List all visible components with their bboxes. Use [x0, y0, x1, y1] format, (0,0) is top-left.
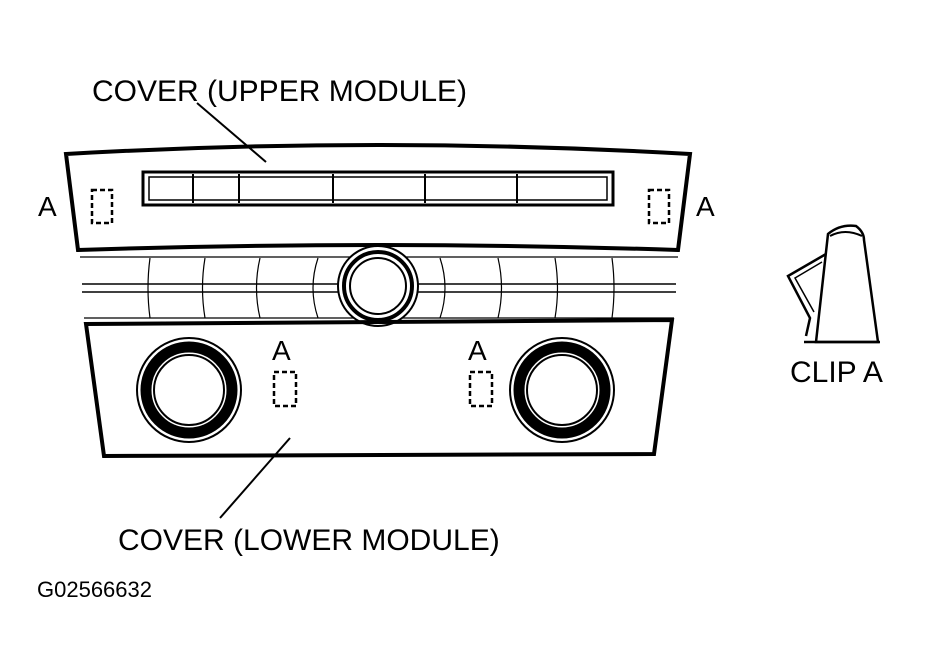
display-window: [141, 170, 615, 207]
upper-cover-leader: [196, 102, 267, 163]
lower-cover-leader: [219, 437, 291, 519]
center-knob: [337, 245, 419, 327]
left-knob: [136, 337, 242, 443]
clip-position-lower-left: [272, 370, 298, 408]
clip-label: CLIP A: [790, 356, 883, 389]
clip-marker-upper-right: A: [696, 191, 715, 222]
center-control-band: [80, 245, 678, 327]
upper-cover-label: COVER (UPPER MODULE): [92, 75, 467, 108]
figure-id: G02566632: [37, 577, 152, 602]
clip-position-upper-left: [90, 188, 114, 225]
upper-module-cover: [63, 143, 693, 253]
clip-marker-upper-left: A: [38, 191, 57, 222]
clip-marker-lower-left: A: [272, 335, 291, 366]
lower-cover-label: COVER (LOWER MODULE): [118, 524, 500, 557]
clip-position-upper-right: [647, 188, 671, 225]
right-knob: [509, 337, 615, 443]
clip-a-illustration: [786, 224, 880, 344]
clip-marker-lower-right: A: [468, 335, 487, 366]
clip-position-lower-right: [468, 370, 494, 408]
lower-module-cover: [83, 317, 675, 459]
